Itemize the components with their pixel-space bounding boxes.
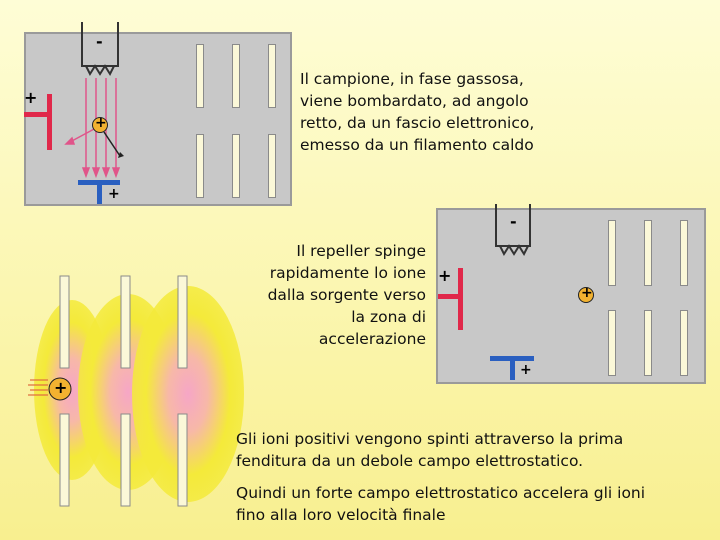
ion-plus-label: + xyxy=(54,378,68,397)
slit xyxy=(196,44,204,108)
accelerator-plate xyxy=(59,413,70,507)
filament-icon xyxy=(499,244,529,257)
filament-minus-label: - xyxy=(96,32,103,51)
positive-ion xyxy=(48,377,72,401)
positive-ion xyxy=(578,287,594,303)
slit xyxy=(196,134,204,198)
slit xyxy=(608,310,616,376)
filament-icon xyxy=(85,64,115,77)
accelerator-plate xyxy=(177,413,188,507)
accelerator-plate xyxy=(120,413,131,507)
collector-plus-label: + xyxy=(520,362,532,378)
ion-plus-label: + xyxy=(95,115,107,131)
positive-ion xyxy=(92,117,108,133)
text-repeller: Il repeller spinge rapidamente lo ione d… xyxy=(267,242,426,348)
field-region-3 xyxy=(132,286,244,502)
slit xyxy=(608,220,616,286)
slit xyxy=(680,310,688,376)
collector-electrode xyxy=(490,356,534,361)
collector-plus-label: + xyxy=(108,186,120,202)
slit xyxy=(268,134,276,198)
slit xyxy=(268,44,276,108)
text-acceleration: Quindi un forte campo elettrostatico acc… xyxy=(236,484,646,524)
accelerator-plate xyxy=(177,275,188,369)
ion-motion-lines xyxy=(28,379,48,396)
text-ionization: Il campione, in fase gassosa, viene bomb… xyxy=(300,70,535,154)
slit xyxy=(680,220,688,286)
accelerator-plate xyxy=(59,275,70,369)
slit xyxy=(644,220,652,286)
repeller-plus-label: + xyxy=(24,88,38,107)
slit xyxy=(232,44,240,108)
text-first-slit: Gli ioni positivi vengono spinti attrave… xyxy=(236,430,624,470)
accelerator-plate xyxy=(120,275,131,369)
collector-electrode xyxy=(78,180,120,185)
ion-plus-label: + xyxy=(581,285,593,301)
ion-source-panel-2 xyxy=(436,208,706,384)
repeller-electrode xyxy=(458,268,463,330)
repeller-plus-label: + xyxy=(438,266,452,285)
repeller-electrode xyxy=(47,94,52,150)
filament-minus-label: - xyxy=(510,212,517,231)
slit xyxy=(644,310,652,376)
slit xyxy=(232,134,240,198)
ion-source-panel-1 xyxy=(24,32,292,206)
